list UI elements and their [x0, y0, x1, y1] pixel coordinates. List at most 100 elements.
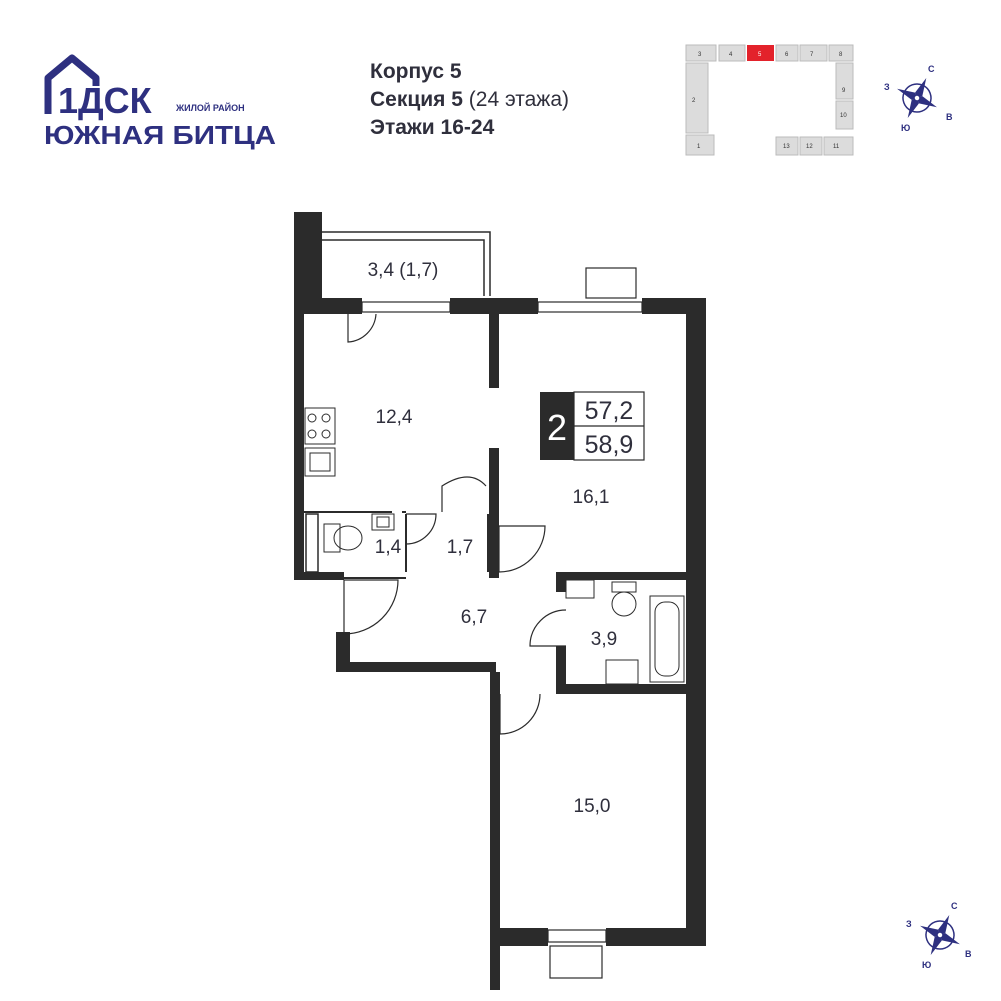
section-label: 6 [785, 52, 789, 58]
section-block-12 [799, 136, 823, 156]
room-label-wc: 1,4 [375, 537, 402, 558]
wall [294, 298, 304, 580]
wall [336, 632, 350, 670]
logo: 1ДСК ЖИЛОЙ РАЙОН ЮЖНАЯ БИТЦА [44, 54, 276, 150]
bath-washbasin-icon [565, 579, 639, 685]
logo-district-label: ЖИЛОЙ РАЙОН [175, 102, 245, 113]
wall [489, 448, 499, 578]
compass-bottom-south: Ю [922, 960, 931, 970]
section-label: 4 [729, 52, 733, 58]
compass-top [897, 78, 937, 118]
section-block-4 [718, 44, 746, 62]
toilet-icon [323, 523, 363, 553]
windows [361, 267, 643, 979]
bathtub-icon [649, 595, 685, 683]
door-living [498, 525, 546, 573]
room-label-corridor: 1,7 [447, 537, 473, 558]
section-label: 3 [698, 52, 702, 58]
door-entrance [343, 579, 399, 635]
section-block-13 [775, 136, 799, 156]
wall [606, 928, 706, 946]
ac-unit [549, 945, 603, 979]
room-label-kitchen: 12,4 [376, 407, 413, 428]
section-label: 7 [810, 52, 814, 58]
room-label-living-room: 16,1 [573, 487, 610, 508]
wall [294, 212, 322, 300]
section-block-1 [685, 134, 715, 156]
wall [556, 684, 686, 694]
balcony [322, 231, 491, 296]
thin-partitions [304, 511, 489, 579]
apartment-badge: 2 57,2 58,9 [540, 391, 645, 461]
section-floors: (24 этажа) [468, 88, 570, 111]
section-label: 12 [806, 144, 813, 150]
kitchen-sink-icon [304, 447, 336, 477]
door-wc [405, 513, 437, 545]
wall [490, 928, 548, 946]
door-balcony [347, 313, 377, 343]
section-block-6 [775, 44, 799, 62]
logo-district-name: ЮЖНАЯ БИТЦА [44, 120, 276, 150]
room-label-hall: 6,7 [461, 607, 487, 628]
floors-label: Этажи 16-24 [370, 116, 495, 139]
section-label: 2 [692, 98, 696, 104]
section-block-11 [823, 136, 854, 156]
ac-unit [585, 267, 637, 299]
walls [294, 212, 706, 990]
section-label: 8 [839, 52, 843, 58]
room-label-bathroom: 3,9 [591, 629, 617, 650]
kitchen-stove-icon [304, 407, 336, 445]
rooms-count-box [540, 392, 574, 460]
section-label: 1 [697, 144, 701, 150]
doors [343, 313, 567, 735]
section-block-2 [685, 62, 709, 134]
compass-top-north: С [928, 64, 935, 74]
section-label-active: 5 [758, 52, 762, 58]
room-label-balcony: 3,4 (1,7) [368, 260, 439, 281]
bath-toilet-icon [611, 581, 637, 617]
compass-top-south: Ю [901, 123, 910, 133]
compass-top-west: З [884, 82, 890, 92]
door-bedroom [499, 693, 541, 735]
section-label: 9 [842, 88, 846, 94]
building-info: Корпус 5 Секция 5 (24 этажа) Этажи 16-24 [370, 58, 569, 142]
section-map: 3 4 5 6 7 8 2 9 10 1 13 12 11 [685, 44, 854, 156]
wall [450, 298, 538, 314]
compass-needle-icon [938, 915, 950, 935]
window [361, 301, 451, 313]
wall [489, 314, 499, 388]
wall [556, 572, 566, 592]
compass-bottom-west: З [906, 919, 912, 929]
compass-bottom [920, 915, 960, 955]
compass-bottom-north: С [951, 901, 958, 911]
room-label-bedroom: 15,0 [574, 796, 611, 817]
section-block-3 [685, 44, 717, 62]
wall [294, 572, 344, 580]
compass-bottom-east: В [965, 949, 972, 959]
wall [336, 662, 496, 672]
window [537, 301, 643, 313]
door-corridor [441, 476, 487, 512]
section-block-8 [828, 44, 854, 62]
section-label: Секция 5 [370, 88, 463, 111]
door-bath [529, 609, 567, 647]
rooms-count: 2 [547, 407, 567, 448]
section-info: Секция 5 (24 этажа) [370, 86, 569, 114]
wall [490, 672, 500, 990]
area-with-balcony: 58,9 [585, 431, 634, 459]
section-block-10 [835, 100, 854, 130]
wall [294, 298, 362, 314]
section-label: 13 [783, 144, 790, 150]
section-block-9 [835, 62, 854, 100]
logo-house-icon [44, 54, 100, 114]
washbasin-icon [371, 513, 395, 531]
section-label: 10 [840, 113, 847, 119]
window [547, 929, 607, 943]
compass-needle-icon [915, 78, 927, 98]
section-block-7 [799, 44, 828, 62]
section-label: 11 [833, 144, 840, 150]
wall [686, 298, 706, 946]
area-total: 57,2 [585, 397, 634, 425]
wall [556, 572, 686, 580]
